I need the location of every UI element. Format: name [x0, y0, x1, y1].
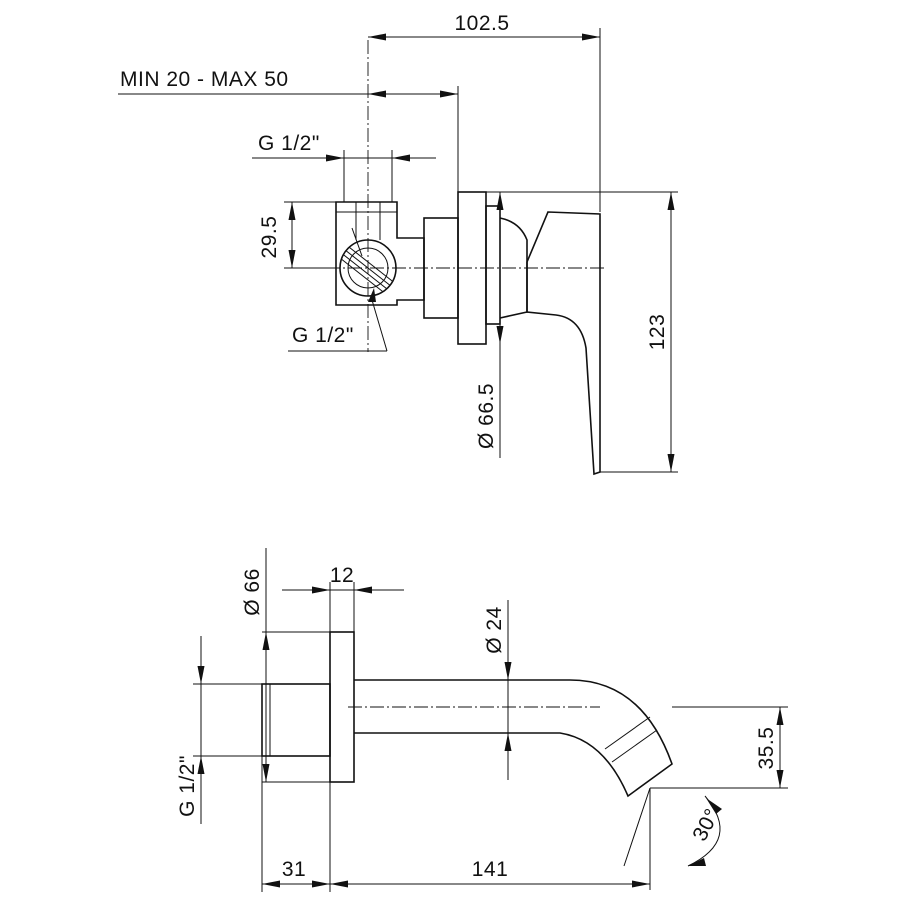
- label-pipe-diameter: Ø 24: [483, 606, 506, 654]
- label-outlet-drop: 35.5: [755, 727, 778, 770]
- dim-height: 123: [486, 191, 678, 473]
- label-height: 123: [646, 314, 669, 351]
- dim-spout-plate-diameter: Ø 66: [241, 548, 330, 783]
- dim-outlet-drop: 35.5: [650, 706, 788, 789]
- spout-pipe: [354, 679, 673, 798]
- dim-lengths: 31 141: [261, 756, 650, 892]
- label-overall-depth: 102.5: [454, 12, 509, 35]
- label-spout-length: 141: [472, 858, 509, 881]
- spout-side-view: Ø 66 12 Ø 24 35.5: [176, 548, 788, 892]
- label-body-length: 31: [282, 858, 306, 881]
- label-wall-range: MIN 20 - MAX 50: [120, 68, 289, 91]
- dim-inlet-offset: 29.5: [258, 201, 340, 269]
- dim-thread-side: G 1/2": [288, 227, 388, 352]
- mixer-side-view: 102.5 MIN 20 - MAX 50 G 1/2" 29.5: [118, 12, 678, 476]
- label-plate-thickness: 12: [330, 564, 354, 587]
- dim-plate-thickness: 12: [282, 564, 404, 632]
- dim-pipe-diameter: Ø 24: [483, 600, 512, 780]
- lever-handle: [526, 211, 601, 476]
- dim-overall-depth: 102.5: [368, 12, 601, 212]
- dim-outlet-angle: 30°: [623, 787, 724, 890]
- spout-threaded-body: [261, 683, 331, 757]
- dim-plate-diameter: Ø 66.5: [475, 192, 504, 458]
- label-plate-diameter: Ø 66.5: [475, 383, 498, 449]
- label-thread-side: G 1/2": [292, 324, 354, 347]
- dim-wall-range: MIN 20 - MAX 50: [118, 68, 459, 192]
- dim-spout-thread: G 1/2": [176, 636, 262, 824]
- label-thread-top: G 1/2": [258, 132, 320, 155]
- label-inlet-offset: 29.5: [258, 216, 281, 259]
- label-spout-thread: G 1/2": [176, 755, 199, 817]
- label-spout-plate-diameter: Ø 66: [241, 568, 264, 616]
- dim-thread-top: G 1/2": [252, 132, 436, 202]
